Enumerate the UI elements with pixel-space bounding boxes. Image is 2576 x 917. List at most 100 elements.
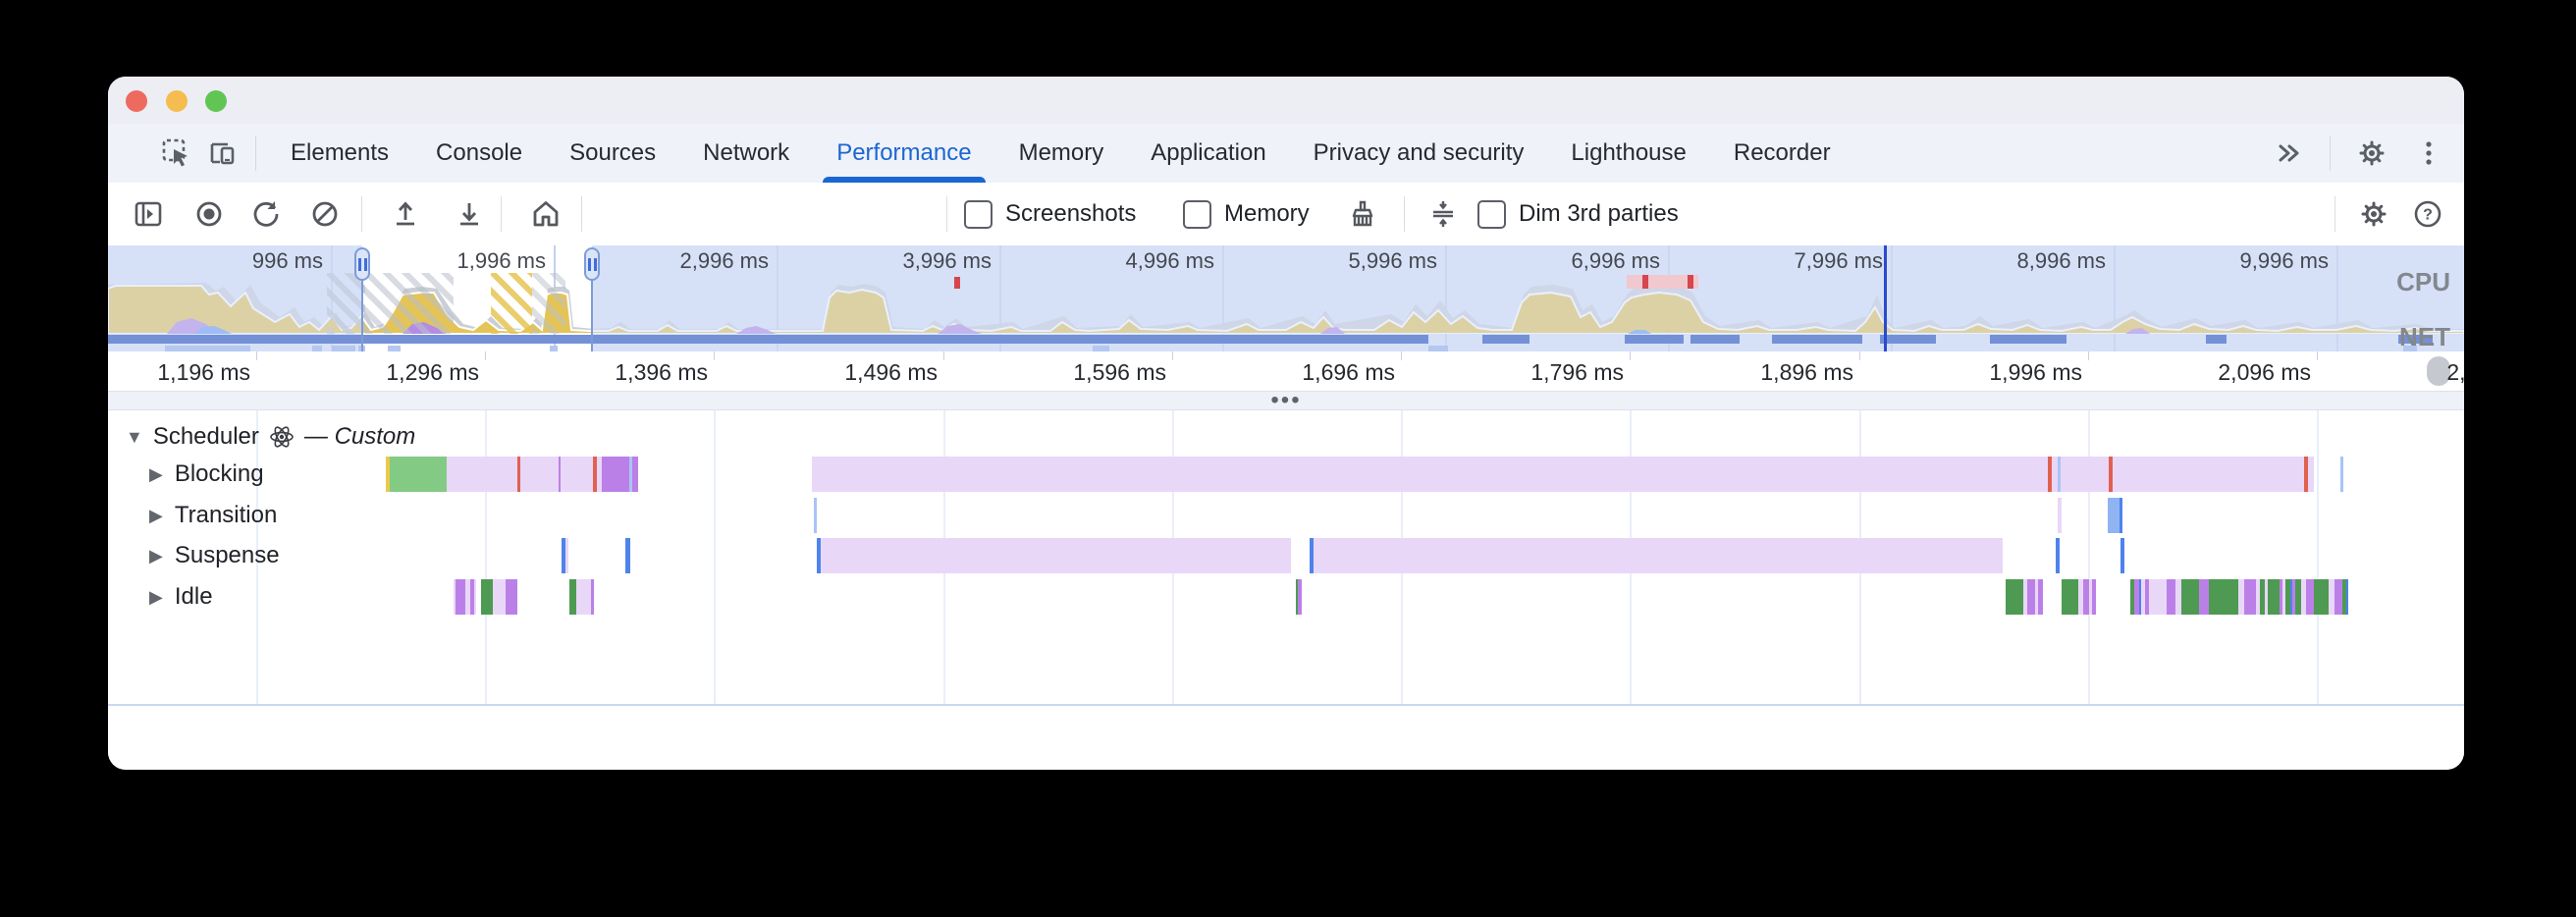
tab-lighthouse[interactable]: Lighthouse xyxy=(1547,124,1709,183)
flame-segment[interactable] xyxy=(2256,579,2260,615)
flame-segment[interactable] xyxy=(2280,579,2282,615)
download-profile-icon[interactable] xyxy=(454,198,485,230)
flame-segment[interactable] xyxy=(625,538,630,573)
reload-record-icon[interactable] xyxy=(250,198,282,230)
flame-segment[interactable] xyxy=(2062,579,2078,615)
flame-segment[interactable] xyxy=(2145,579,2149,615)
screenshots-checkbox[interactable] xyxy=(964,199,993,229)
track-row-label-transition[interactable]: ▶Transition xyxy=(149,498,277,533)
flame-segment[interactable] xyxy=(2209,579,2238,615)
selection-handle-right[interactable] xyxy=(584,247,600,281)
flame-segment[interactable] xyxy=(593,457,597,492)
minimap-resizer[interactable]: ••• xyxy=(108,387,2464,413)
tab-privacy-and-security[interactable]: Privacy and security xyxy=(1290,124,1548,183)
tab-performance[interactable]: Performance xyxy=(813,124,994,183)
screenshots-toggle[interactable]: Screenshots xyxy=(964,196,1136,232)
flame-segment[interactable] xyxy=(493,579,506,615)
flame-segment[interactable] xyxy=(470,579,474,615)
tab-application[interactable]: Application xyxy=(1127,124,1289,183)
flame-segment[interactable] xyxy=(812,457,2048,492)
flame-segment[interactable] xyxy=(2308,457,2314,492)
flame-segment[interactable] xyxy=(456,579,465,615)
minimize-button[interactable] xyxy=(166,90,188,112)
details-pane-divider[interactable] xyxy=(108,704,2464,706)
expand-triangle-icon[interactable]: ▶ xyxy=(149,505,163,525)
flame-segment[interactable] xyxy=(2120,498,2122,533)
flame-segment[interactable] xyxy=(2292,579,2295,615)
expand-triangle-icon[interactable]: ▶ xyxy=(149,463,163,484)
playhead-line[interactable] xyxy=(1884,245,1887,351)
flame-segment[interactable] xyxy=(2304,457,2308,492)
flame-segment[interactable] xyxy=(2342,579,2346,615)
flame-segment[interactable] xyxy=(2120,538,2124,573)
flame-segment[interactable] xyxy=(481,579,493,615)
flame-segment[interactable] xyxy=(2149,579,2167,615)
flame-segment[interactable] xyxy=(2334,579,2342,615)
flame-segment[interactable] xyxy=(2058,457,2061,492)
flame-segment[interactable] xyxy=(2141,579,2145,615)
flame-segment[interactable] xyxy=(632,457,638,492)
flame-segment[interactable] xyxy=(814,498,817,533)
flame-segment[interactable] xyxy=(591,579,594,615)
garbage-collect-icon[interactable] xyxy=(1347,198,1378,230)
flame-segment[interactable] xyxy=(2238,579,2244,615)
flame-segment[interactable] xyxy=(2167,579,2175,615)
flame-segment[interactable] xyxy=(465,579,470,615)
panel-settings-gear-icon[interactable] xyxy=(2358,198,2389,230)
flame-segment[interactable] xyxy=(2301,579,2306,615)
flame-segment[interactable] xyxy=(447,457,517,492)
flame-segment[interactable] xyxy=(561,457,593,492)
zoom-button[interactable] xyxy=(205,90,227,112)
inspect-element-icon[interactable] xyxy=(161,137,192,169)
flame-segment[interactable] xyxy=(1298,579,1302,615)
flame-segment[interactable] xyxy=(506,579,517,615)
flame-segment[interactable] xyxy=(2306,579,2314,615)
memory-checkbox[interactable] xyxy=(1183,199,1211,229)
flame-segment[interactable] xyxy=(2268,579,2280,615)
flame-segment[interactable] xyxy=(562,538,565,573)
flame-segment[interactable] xyxy=(390,457,447,492)
tab-recorder[interactable]: Recorder xyxy=(1710,124,1854,183)
memory-toggle[interactable]: Memory xyxy=(1183,196,1310,232)
collapse-triangle-icon[interactable]: ▼ xyxy=(126,426,143,447)
flame-segment[interactable] xyxy=(2175,579,2181,615)
flame-segment[interactable] xyxy=(2089,579,2092,615)
flame-segment[interactable] xyxy=(2290,579,2292,615)
upload-profile-icon[interactable] xyxy=(390,198,421,230)
flame-segment[interactable] xyxy=(2058,498,2062,533)
dim-3rd-parties-checkbox[interactable] xyxy=(1477,199,1506,229)
flame-segment[interactable] xyxy=(454,579,456,615)
flame-segment[interactable] xyxy=(602,457,629,492)
track-group-header-scheduler[interactable]: ▼ Scheduler — Custom xyxy=(126,422,415,452)
flame-segment[interactable] xyxy=(520,457,559,492)
flame-segment[interactable] xyxy=(386,457,390,492)
track-row-label-blocking[interactable]: ▶Blocking xyxy=(149,457,264,492)
flame-segment[interactable] xyxy=(2314,579,2329,615)
flame-segment[interactable] xyxy=(576,579,591,615)
flame-segment[interactable] xyxy=(2023,579,2027,615)
flame-segment[interactable] xyxy=(559,457,561,492)
track-row-label-suspense[interactable]: ▶Suspense xyxy=(149,538,280,573)
flame-segment[interactable] xyxy=(2056,538,2060,573)
flame-segment[interactable] xyxy=(2329,579,2334,615)
flame-segment[interactable] xyxy=(2244,579,2256,615)
flame-segment[interactable] xyxy=(629,457,632,492)
record-icon[interactable] xyxy=(193,198,225,230)
flame-segment[interactable] xyxy=(2078,579,2083,615)
flame-segment[interactable] xyxy=(2006,579,2023,615)
device-toolbar-icon[interactable] xyxy=(206,137,238,169)
close-button[interactable] xyxy=(126,90,147,112)
home-live-metrics-icon[interactable] xyxy=(530,198,562,230)
flame-segment[interactable] xyxy=(1310,538,1314,573)
flame-segment[interactable] xyxy=(821,538,1291,573)
flame-segment[interactable] xyxy=(2038,579,2043,615)
flame-segment[interactable] xyxy=(517,457,520,492)
window-titlebar[interactable] xyxy=(108,77,2464,124)
flame-segment[interactable] xyxy=(565,538,568,573)
more-tabs-chevrons-icon[interactable] xyxy=(2273,137,2304,169)
collapse-tracks-icon[interactable] xyxy=(1427,198,1459,230)
flame-segment[interactable] xyxy=(2027,579,2035,615)
flame-segment[interactable] xyxy=(2108,498,2120,533)
tab-console[interactable]: Console xyxy=(412,124,546,183)
